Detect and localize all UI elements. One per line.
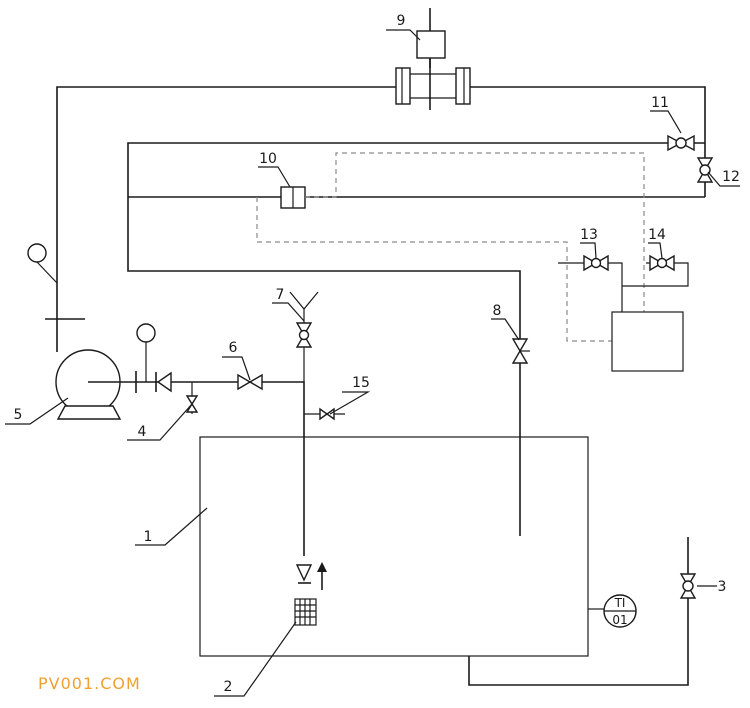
small-vessel	[611, 311, 684, 372]
foot-valve-strainer-2	[294, 562, 327, 626]
valve-6	[237, 373, 263, 391]
pump-discharge-line	[56, 86, 396, 352]
valve-4	[185, 382, 199, 414]
label-5: 5	[14, 407, 23, 423]
pressure-gauge-right	[136, 323, 156, 343]
valve-14	[649, 254, 675, 272]
flowmeter-9	[395, 8, 471, 110]
label-8: 8	[493, 303, 502, 319]
label-4: 4	[138, 424, 147, 440]
signal-line-lower	[256, 197, 612, 342]
signal-line-upper	[305, 152, 645, 312]
pump-5	[55, 349, 122, 420]
valve-7	[289, 291, 319, 382]
label-9: 9	[397, 13, 406, 29]
valve-8	[511, 338, 530, 364]
label-2: 2	[224, 679, 233, 695]
label-14: 14	[648, 227, 666, 243]
label-1: 1	[144, 529, 153, 545]
label-10: 10	[259, 151, 277, 167]
label-12: 12	[722, 169, 740, 185]
valve-12	[696, 157, 714, 183]
valve-13	[583, 254, 609, 272]
valve-11	[667, 134, 695, 152]
main-tank	[199, 436, 589, 657]
label-13: 13	[580, 227, 598, 243]
check-valve	[156, 371, 172, 393]
valve-15	[304, 407, 345, 421]
valve-3	[679, 573, 697, 599]
label-3: 3	[718, 579, 727, 595]
device-10	[280, 186, 306, 209]
label-6: 6	[229, 340, 238, 356]
tank-drain-line	[468, 537, 689, 686]
watermark: PV001.COM	[38, 674, 141, 693]
label-15: 15	[352, 375, 370, 391]
leader-lines	[5, 29, 740, 697]
ti-top-text: TI	[614, 596, 626, 610]
label-7: 7	[276, 287, 285, 303]
inner-loop-line	[127, 142, 705, 536]
branch-line-13	[558, 262, 623, 312]
label-11: 11	[651, 95, 669, 111]
pump-suction-line	[88, 381, 305, 556]
pressure-gauge-left	[27, 243, 47, 263]
ti-bottom-text: 01	[612, 613, 627, 627]
gauge-left-stem	[36, 261, 58, 284]
